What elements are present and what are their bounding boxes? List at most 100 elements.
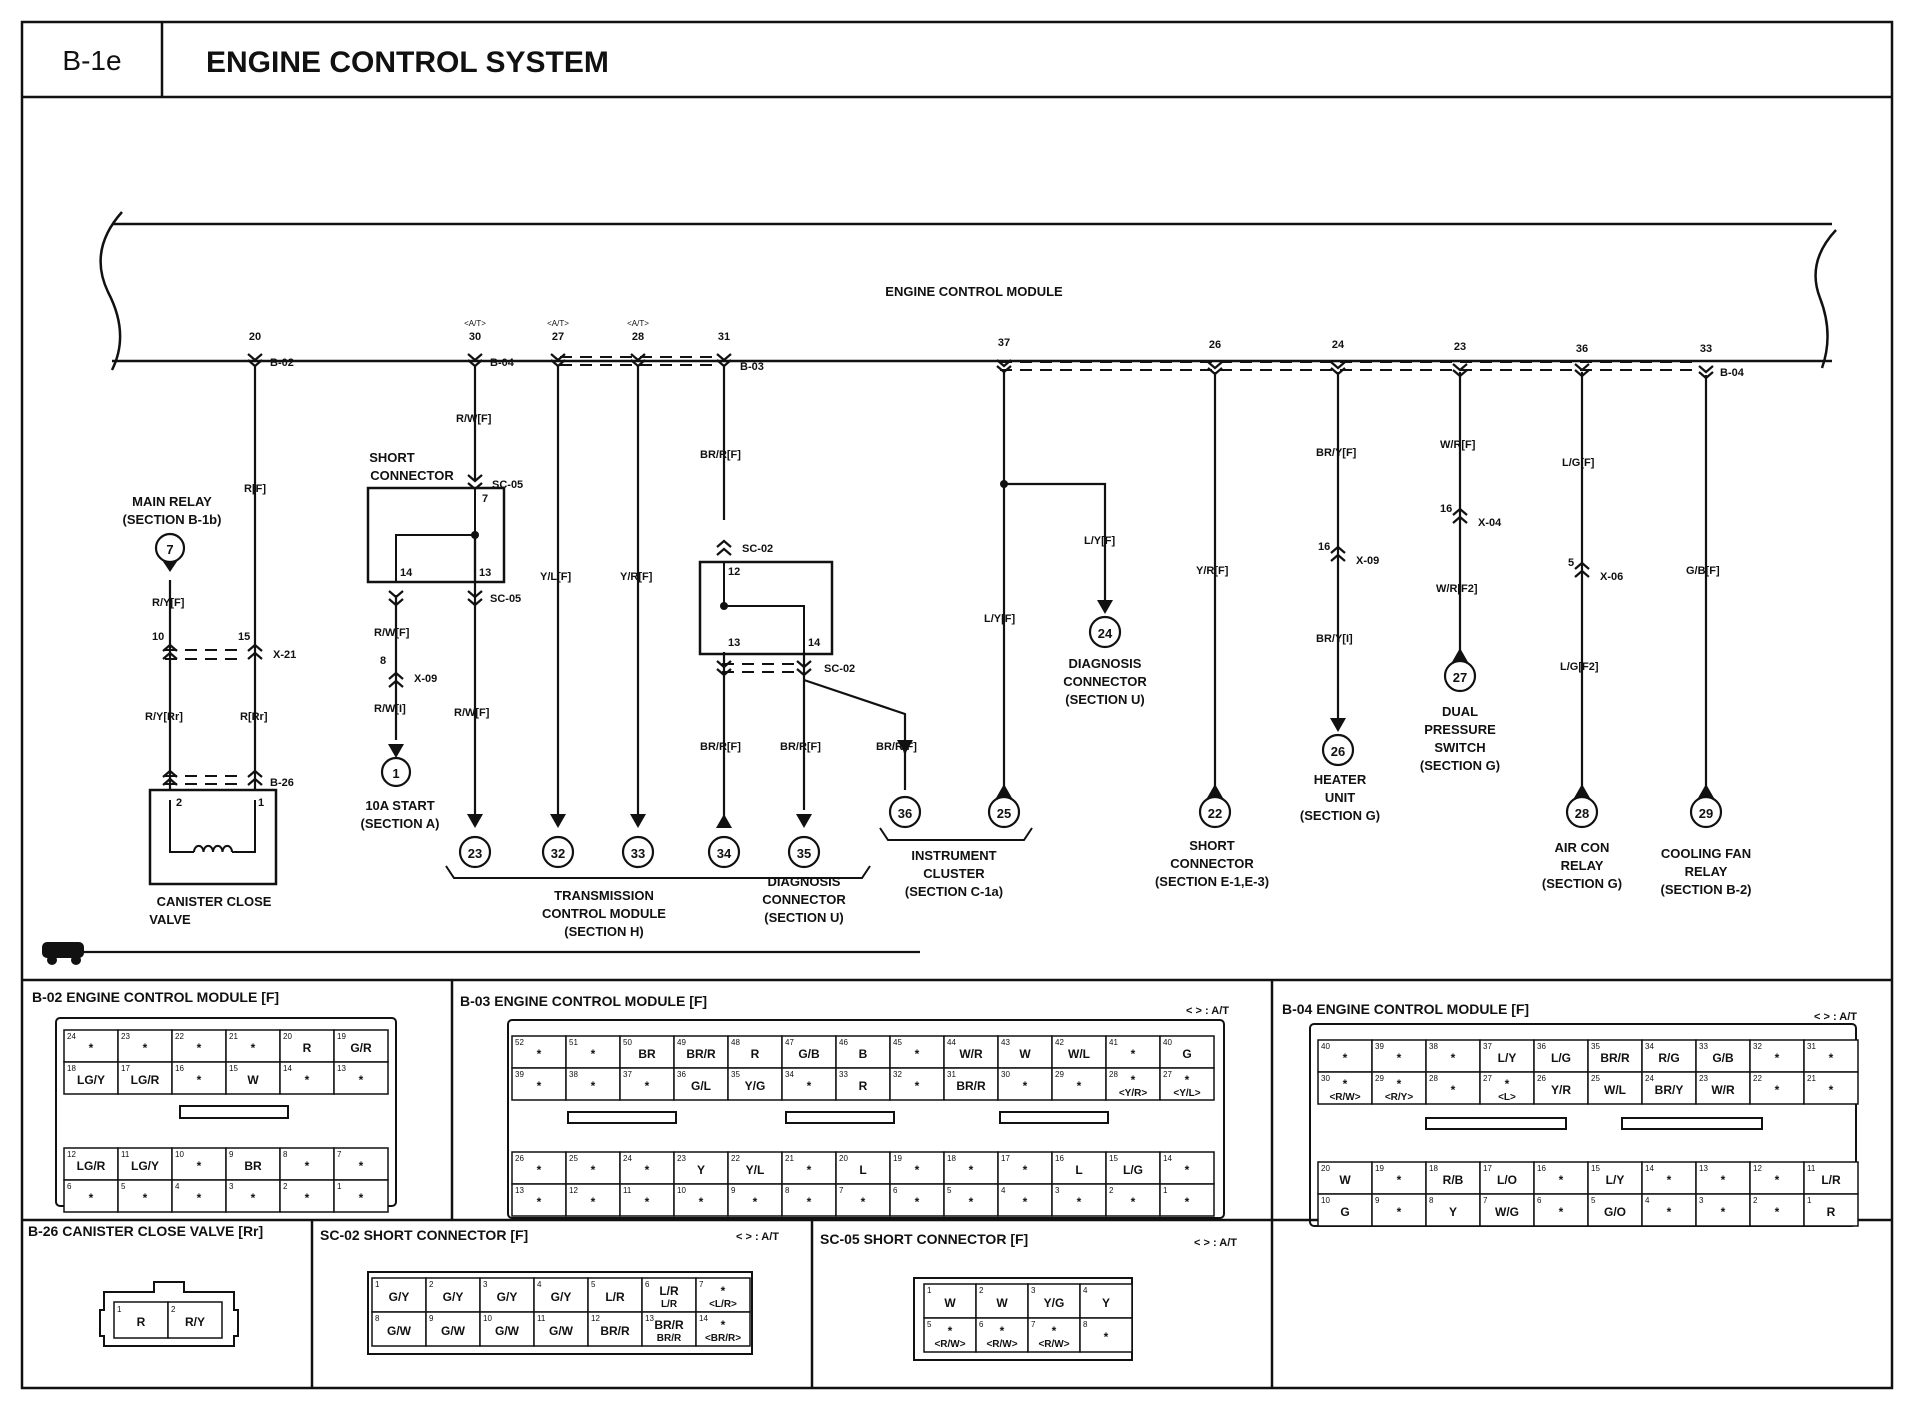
pin-number: 8 [1083,1320,1088,1329]
pin-wire-color: * [807,1195,812,1209]
pin-wire-color: BR/R [1600,1051,1630,1065]
pin-wire-color: G/O [1604,1205,1626,1219]
pin-wire-color: * [1343,1077,1348,1091]
pin-number: 3 [1699,1196,1704,1205]
pin-wire-color: * [305,1191,310,1205]
pin-number: 13 [645,1314,654,1323]
pin-wire-color: * [1829,1083,1834,1097]
pin-wire-color: L/O [1497,1173,1517,1187]
conn-b04b-label: B-04 [1720,367,1745,379]
svg-text:X-21: X-21 [273,649,296,661]
pin-wire-color: L [1075,1163,1082,1177]
pin-wire-color: G/W [441,1324,466,1338]
svg-text:BR/R[F]: BR/R[F] [700,741,741,753]
pin-cell [371,1311,427,1347]
pin-label-37: 37 [998,337,1010,349]
pin-wire-color: * [807,1163,812,1177]
pin-cell [1027,1317,1081,1353]
pin-wire-color: R [751,1047,760,1061]
pin-number: 1 [1807,1196,1812,1205]
pin-number: 47 [785,1038,794,1047]
svg-text:SC-02: SC-02 [824,663,855,675]
pin-number: 30 [1001,1070,1010,1079]
pin-number: 18 [947,1154,956,1163]
pin-wire-color: G/W [549,1324,574,1338]
pin-number: 2 [1109,1186,1114,1195]
pin-cell [333,1147,389,1181]
pin-wire-color: LG/R [131,1073,160,1087]
pin-wire-color: * [1721,1205,1726,1219]
pin-number: 22 [1753,1074,1762,1083]
pin-cell [1159,1035,1215,1069]
pin-wire-color: BR/R [956,1079,986,1093]
pin-number: 8 [375,1314,380,1323]
pin-number: 4 [537,1280,542,1289]
pin-number: 6 [893,1186,898,1195]
ref-34: 34 [717,846,732,861]
pin-wire-color: * [721,1318,726,1332]
pin-number: 18 [67,1064,76,1073]
pin-number: 51 [569,1038,578,1047]
pin-wire-color: W/R [959,1047,983,1061]
svg-text:Y/R[F]: Y/R[F] [620,571,653,583]
pin-wire-color: G/Y [497,1290,518,1304]
pin-number: 40 [1321,1042,1330,1051]
pin-cell [1425,1161,1481,1195]
pin-number: 1 [927,1286,932,1295]
pin-wire-color: Y [697,1163,705,1177]
pin-wire-color: * [1505,1077,1510,1091]
pin-wire-color: * [1077,1079,1082,1093]
pin-wire-color-alt: <BR/R> [705,1333,741,1344]
pin-wire-color: * [197,1191,202,1205]
pin-cell [889,1151,945,1185]
pin-number: 41 [1109,1038,1118,1047]
pin-wire-color: * [1775,1083,1780,1097]
pin-wire-color: G/Y [389,1290,410,1304]
pin-number: 29 [1055,1070,1064,1079]
svg-text:SC-02: SC-02 [742,543,773,555]
svg-text:R/W[F]: R/W[F] [454,707,490,719]
pin-cell [1371,1071,1427,1105]
ref-33: 33 [631,846,645,861]
conn-b04-label: B-04 [490,357,515,369]
pin-number: 10 [677,1186,686,1195]
svg-text:X-04: X-04 [1478,517,1502,529]
pin-cell [117,1061,173,1095]
pin-wire-color: * [1559,1173,1564,1187]
pin-wire-color: * [1052,1324,1057,1338]
pin-number: 10 [1321,1196,1330,1205]
pin-number: 9 [731,1186,736,1195]
pin-number: 13 [515,1186,524,1195]
pin-wire-color: * [1775,1051,1780,1065]
pin-wire-color-alt: <L/R> [709,1299,737,1310]
pin-wire-color: * [1721,1173,1726,1187]
svg-text:16: 16 [1318,541,1330,553]
pin-label-24: 24 [1332,339,1345,351]
svg-text:(SECTION B-2): (SECTION B-2) [1661,882,1752,897]
pin-number: 12 [67,1150,76,1159]
pin-number: 14 [699,1314,708,1323]
pin-number: 14 [1645,1164,1654,1173]
pin-number: 9 [429,1314,434,1323]
pin-wire-color: * [197,1159,202,1173]
pin-number: 26 [1537,1074,1546,1083]
pin-wire-color: L/Y [1498,1051,1517,1065]
pin-wire-color: * [305,1159,310,1173]
pin-cell [1695,1071,1751,1105]
panel-titles: B-02 ENGINE CONTROL MODULE [F] B-03 ENGI… [28,989,1857,1249]
pin-cell [511,1183,567,1217]
svg-text:14: 14 [808,637,821,649]
pin-cell [565,1035,621,1069]
pin-wire-color-alt: <R/W> [934,1339,965,1350]
pin-cell [565,1183,621,1217]
pin-number: 10 [483,1314,492,1323]
pin-wire-color: Y [1102,1296,1110,1310]
pin-wire-color: G/L [691,1079,711,1093]
pin-wire-color: * [645,1163,650,1177]
pin-wire-color: * [359,1073,364,1087]
pin-number: 35 [1591,1042,1600,1051]
pin-wire-color: * [537,1163,542,1177]
pin-number: 29 [1375,1074,1384,1083]
pin-cell [1425,1071,1481,1105]
svg-text:BR/R[F]: BR/R[F] [876,741,917,753]
